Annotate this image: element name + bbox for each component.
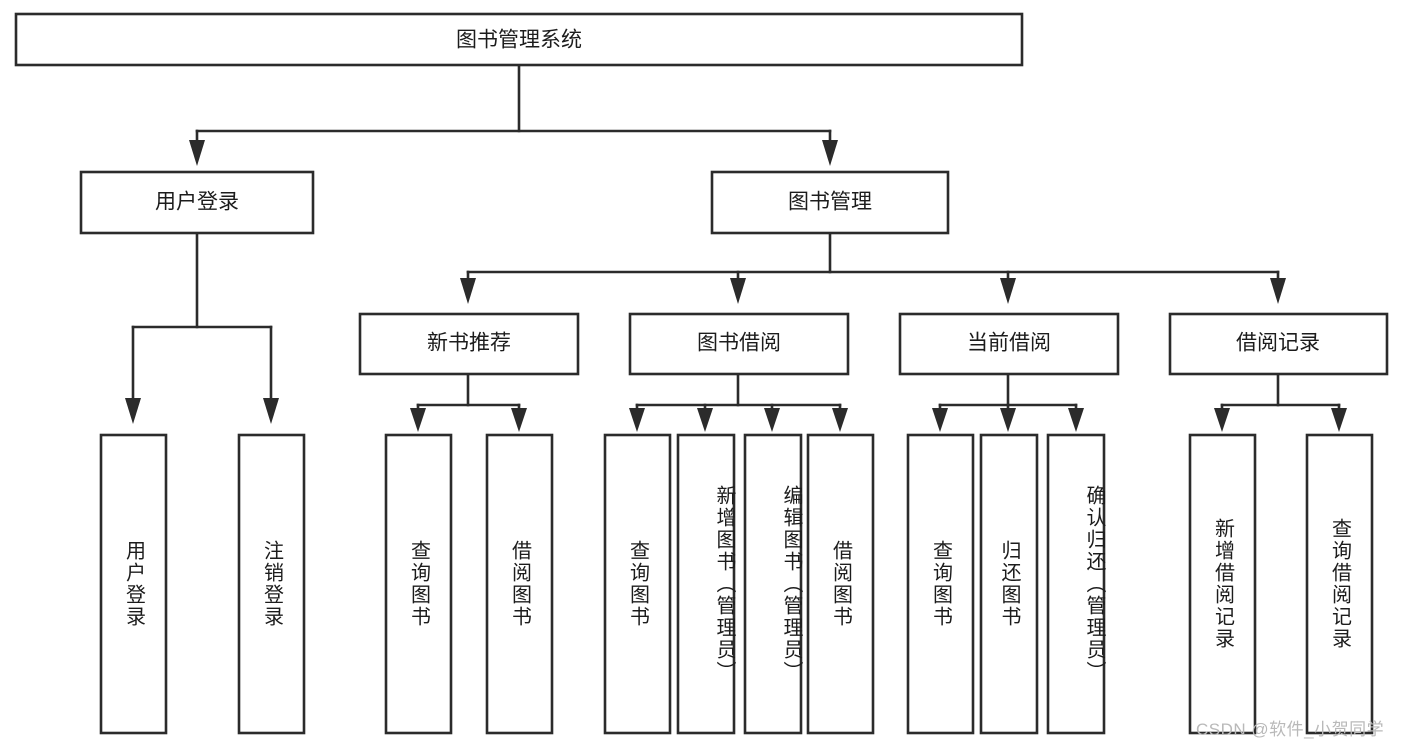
node-box-leaf-add-book[interactable]	[676, 433, 736, 735]
connector-group-book-borrow	[629, 372, 848, 432]
node-label-current-borrow: 当前借阅	[967, 332, 1051, 355]
arrow-head-leaf-query-book-2	[629, 408, 645, 432]
arrow-head-leaf-add-book	[697, 408, 713, 432]
node-box-user-login[interactable]	[79, 170, 315, 235]
node-current-borrow[interactable]: 当前借阅	[898, 312, 1120, 376]
node-box-leaf-user-login[interactable]	[99, 433, 168, 735]
arrow-head-borrow-record	[1270, 278, 1286, 304]
node-box-leaf-query-record[interactable]	[1305, 433, 1374, 735]
node-label-book-borrow: 图书借阅	[697, 332, 781, 355]
arrow-head-leaf-add-record	[1214, 408, 1230, 432]
connector-group-user-login	[125, 231, 279, 424]
leaf-boxes	[99, 433, 1374, 735]
node-box-new-book-recommend[interactable]	[358, 312, 580, 376]
arrow-head-leaf-query-book-1	[410, 408, 426, 432]
arrow-head-leaf-borrow-book-2	[832, 408, 848, 432]
arrow-head-book-manage	[822, 140, 838, 166]
node-box-book-borrow[interactable]	[628, 312, 850, 376]
node-label-book-manage: 图书管理	[788, 191, 872, 214]
connector-group-current-borrow	[932, 372, 1084, 432]
node-book-borrow[interactable]: 图书借阅	[628, 312, 850, 376]
node-label-root: 图书管理系统	[456, 29, 582, 52]
node-box-current-borrow[interactable]	[898, 312, 1120, 376]
node-book-manage[interactable]: 图书管理	[710, 170, 950, 235]
node-box-leaf-return-book[interactable]	[979, 433, 1039, 735]
node-new-book-recommend[interactable]: 新书推荐	[358, 312, 580, 376]
node-box-leaf-user-logout[interactable]	[237, 433, 306, 735]
node-borrow-record[interactable]: 借阅记录	[1168, 312, 1389, 376]
node-box-leaf-borrow-book-2[interactable]	[806, 433, 875, 735]
node-box-borrow-record[interactable]	[1168, 312, 1389, 376]
arrow-head-leaf-user-logout	[263, 398, 279, 424]
arrow-head-new-book-recommend	[460, 278, 476, 304]
arrow-head-current-borrow	[1000, 278, 1016, 304]
connector-group-borrow-record	[1214, 372, 1347, 432]
node-box-book-manage[interactable]	[710, 170, 950, 235]
connector-group-book-manage	[460, 231, 1286, 304]
node-box-root[interactable]	[14, 12, 1024, 67]
node-label-user-login: 用户登录	[155, 191, 239, 214]
arrow-head-leaf-return-book	[1000, 408, 1016, 432]
node-label-new-book-recommend: 新书推荐	[427, 332, 511, 355]
node-box-leaf-confirm-return[interactable]	[1046, 433, 1106, 735]
node-box-leaf-edit-book[interactable]	[743, 433, 803, 735]
arrow-head-leaf-edit-book	[764, 408, 780, 432]
node-box-leaf-query-book-2[interactable]	[603, 433, 672, 735]
arrow-head-leaf-query-book-3	[932, 408, 948, 432]
arrow-head-book-borrow	[730, 278, 746, 304]
arrow-head-leaf-user-login	[125, 398, 141, 424]
arrow-head-leaf-query-record	[1331, 408, 1347, 432]
node-box-leaf-add-record[interactable]	[1188, 433, 1257, 735]
node-box-leaf-query-book-1[interactable]	[384, 433, 453, 735]
arrow-head-user-login	[189, 140, 205, 166]
connector-group-root	[189, 64, 838, 166]
node-box-leaf-borrow-book-1[interactable]	[485, 433, 554, 735]
node-box-leaf-query-book-3[interactable]	[906, 433, 975, 735]
node-user-login[interactable]: 用户登录	[79, 170, 315, 235]
node-label-borrow-record: 借阅记录	[1236, 332, 1320, 355]
arrow-head-leaf-confirm-return	[1068, 408, 1084, 432]
connector-group-new-book-recommend	[410, 372, 527, 432]
watermark-text: CSDN @软件_小贺同学	[1196, 720, 1385, 739]
arrow-head-leaf-borrow-book-1	[511, 408, 527, 432]
node-root[interactable]: 图书管理系统	[14, 12, 1024, 67]
